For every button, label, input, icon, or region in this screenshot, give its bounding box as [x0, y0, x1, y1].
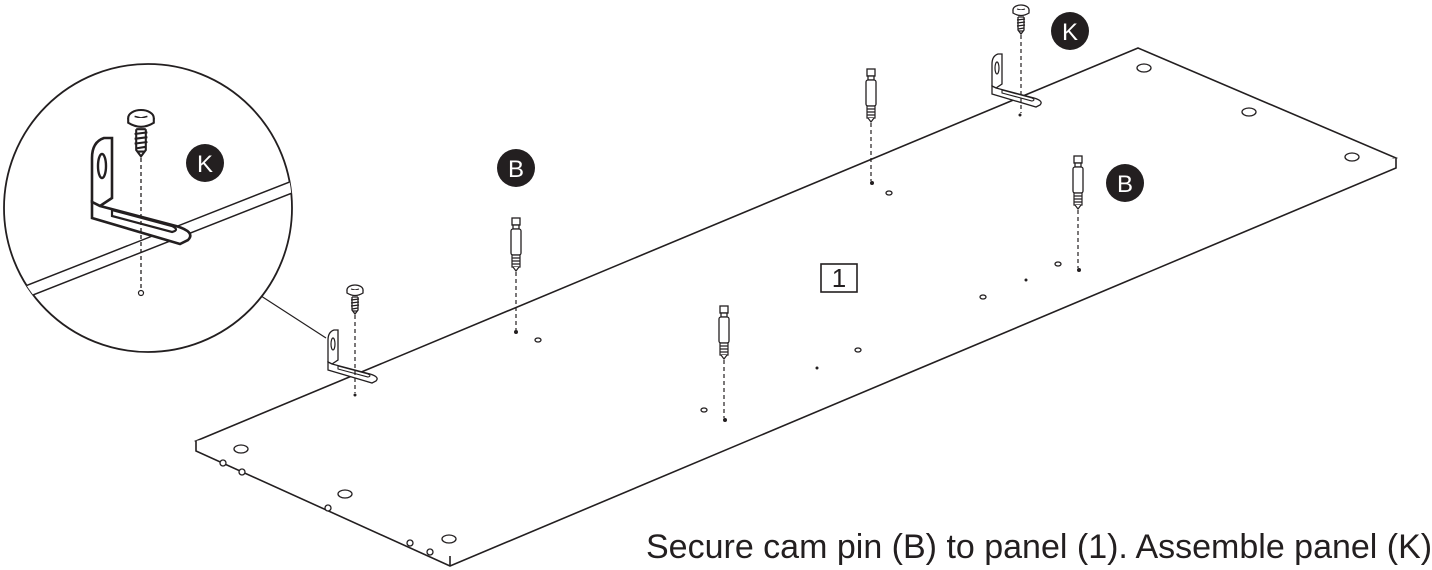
cam-pin-center	[718, 305, 730, 418]
bracket-right	[991, 53, 1042, 108]
cam-pin-left	[510, 217, 522, 330]
bracket-left	[327, 329, 378, 384]
cam-pin-right	[1072, 155, 1084, 268]
cam-pin-top	[865, 68, 877, 181]
screw-right	[1012, 4, 1030, 113]
svg-text:K: K	[197, 151, 213, 178]
instruction-text: Secure cam pin (B) to panel (1). Assembl…	[646, 528, 1432, 566]
detail-magnifier	[3, 63, 327, 353]
svg-text:K: K	[1062, 19, 1078, 46]
panel-1: 1	[193, 47, 1399, 567]
callout-k-detail: K	[186, 144, 224, 182]
screw-left	[346, 284, 364, 393]
svg-text:B: B	[1117, 171, 1133, 198]
callout-b-right: B	[1106, 164, 1144, 202]
panel-number-label: 1	[832, 263, 846, 293]
callout-k-top: K	[1051, 12, 1089, 50]
svg-text:B: B	[508, 156, 524, 183]
callout-b-left: B	[497, 149, 535, 187]
